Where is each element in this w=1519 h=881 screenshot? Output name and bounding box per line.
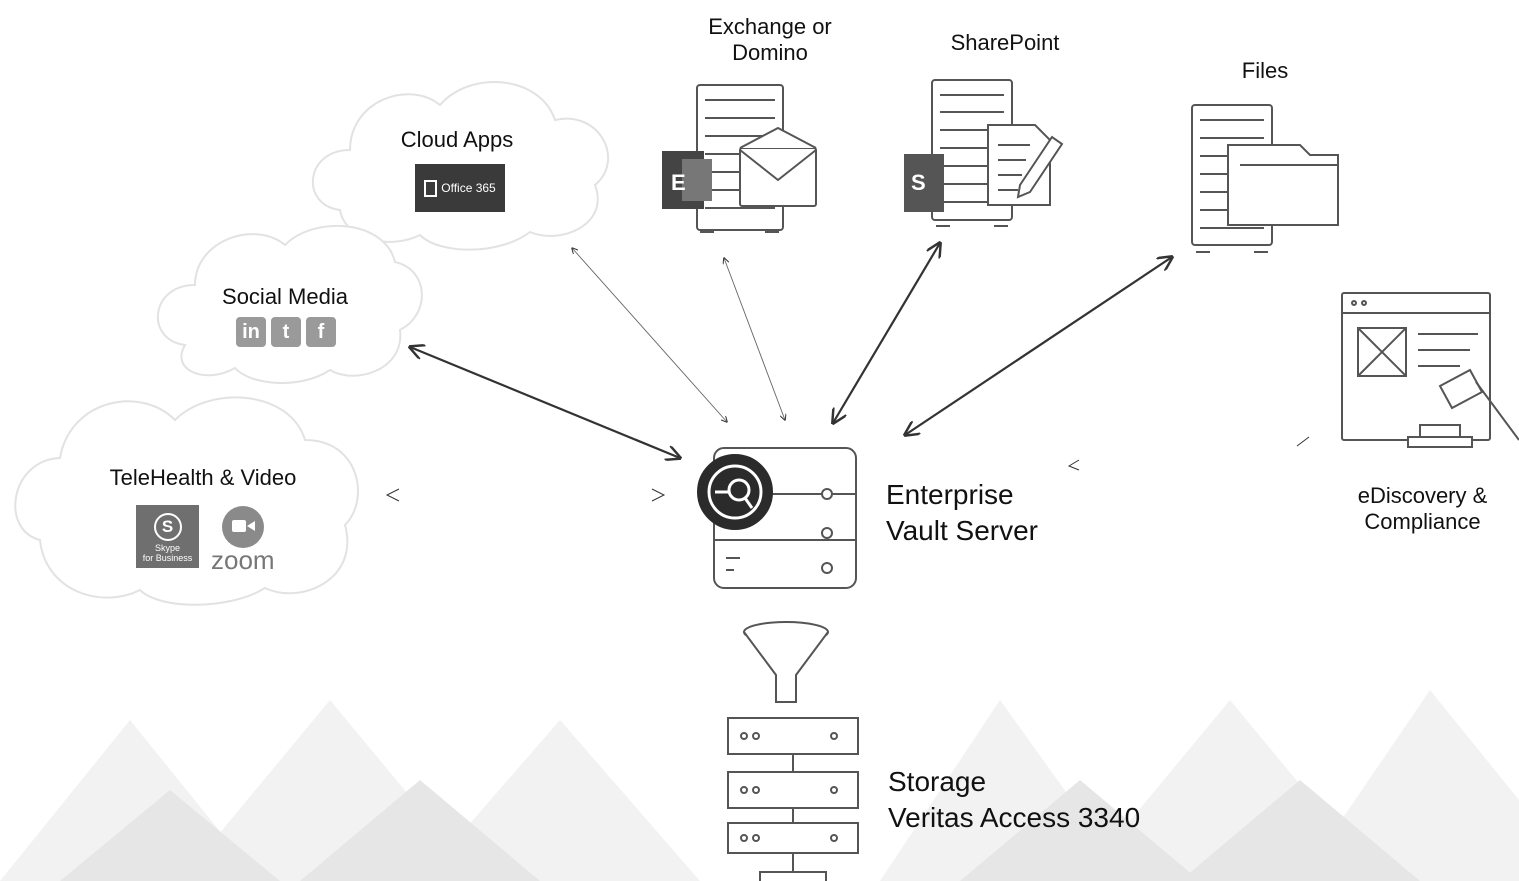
browser-gavel-icon: [1341, 292, 1519, 448]
connector-telehealth-left-tip: [385, 488, 400, 502]
zoom-camera-lens: [247, 521, 255, 531]
office-icon: [424, 179, 438, 197]
exchange-server-mail-icon: E: [662, 84, 817, 233]
connector-sharepoint: [833, 243, 940, 423]
vault-server-icon: [697, 447, 857, 589]
sharepoint-label: SharePoint: [950, 30, 1060, 55]
connector-ediscovery-right-tip: [1296, 436, 1310, 447]
twitter-icon: t: [271, 317, 301, 347]
office365-text: Office 365: [441, 181, 496, 195]
funnel-icon: [743, 621, 829, 703]
telehealth-label: TeleHealth & Video: [109, 465, 297, 490]
skype-for-business-logo: S Skype for Business: [136, 505, 199, 568]
telehealth-cloud: [14, 396, 359, 606]
zoom-logo-text: zoom: [211, 545, 275, 575]
connector-ediscovery-left-tip: [1067, 459, 1080, 471]
connector-social-media: [410, 347, 680, 458]
linkedin-icon: in: [236, 317, 266, 347]
social-media-label: Social Media: [222, 284, 348, 309]
svg-text:E: E: [671, 170, 686, 195]
storage-label: Storage Veritas Access 3340: [888, 766, 1141, 833]
file-server-folder-icon: [1191, 104, 1339, 253]
svg-text:S: S: [911, 170, 926, 195]
storage-stack-icon: [727, 717, 859, 881]
facebook-icon: f: [306, 317, 336, 347]
files-label: Files: [1241, 58, 1289, 83]
exchange-label: Exchange or Domino: [708, 14, 832, 65]
office365-logo: Office 365: [415, 164, 505, 212]
connector-exchange: [724, 258, 785, 420]
social-media-cloud: [157, 225, 423, 384]
cloud-apps-label: Cloud Apps: [400, 127, 514, 152]
connector-telehealth-right-tip: [651, 488, 666, 502]
skype-text: Skype for Business: [142, 543, 193, 563]
connector-files: [905, 257, 1172, 435]
enterprise-vault-label: Enterprise Vault Server: [886, 479, 1038, 546]
zoom-camera-body: [232, 520, 246, 532]
connector-cloud-apps: [572, 248, 727, 422]
ediscovery-label: eDiscovery & Compliance: [1357, 483, 1488, 534]
sharepoint-server-document-icon: S: [904, 79, 1064, 227]
skype-icon: S: [153, 513, 182, 541]
